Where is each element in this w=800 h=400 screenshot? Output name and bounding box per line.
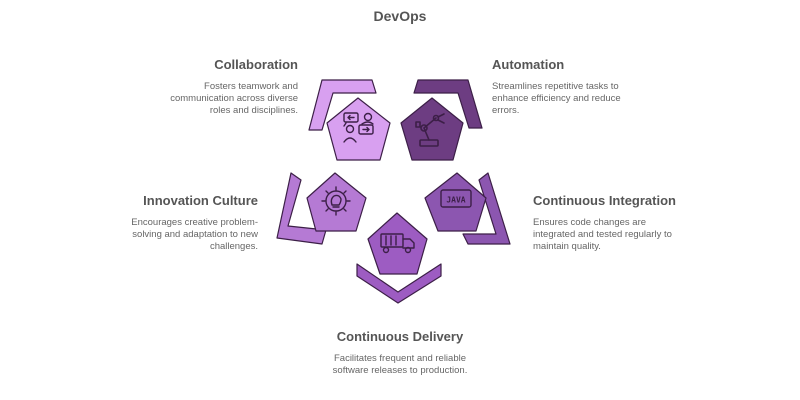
collaboration-band [308,79,377,131]
automation-title: Automation [492,57,565,72]
innovation-description: Encourages creative problem-solving and … [131,217,258,252]
page-title: DevOps [373,8,427,24]
integration-description: Ensures code changes are integrated and … [533,217,672,252]
automation-pentagon [400,97,464,161]
innovation-title: Innovation Culture [143,193,258,208]
integration-label: Continuous Integration Ensures code chan… [533,193,693,253]
java-icon-text: JAVA [446,196,465,205]
people-exchange-icon [343,112,374,143]
delivery-label: Continuous Delivery Facilitates frequent… [300,329,500,377]
automation-label: Automation Streamlines repetitive tasks … [492,57,647,117]
delivery-pentagon [367,212,428,275]
java-icon: JAVA [440,189,472,208]
integration-band [462,172,511,245]
innovation-label: Innovation Culture Encourages creative p… [98,193,258,253]
robot-arm-icon [415,113,445,147]
collaboration-description: Fosters teamwork and communication acros… [170,81,298,116]
integration-title: Continuous Integration [533,193,676,208]
delivery-description: Facilitates frequent and reliable softwa… [332,353,468,376]
outer-bands [276,79,511,304]
collaboration-title: Collaboration [214,57,298,72]
integration-pentagon [424,172,487,232]
delivery-band [356,263,442,304]
gear-bulb-icon [321,186,351,216]
automation-description: Streamlines repetitive tasks to enhance … [492,81,621,116]
collaboration-label: Collaboration Fosters teamwork and commu… [98,57,298,117]
automation-band [413,79,483,129]
delivery-truck-icon [380,233,415,254]
delivery-title: Continuous Delivery [336,329,464,344]
innovation-pentagon [306,172,367,232]
